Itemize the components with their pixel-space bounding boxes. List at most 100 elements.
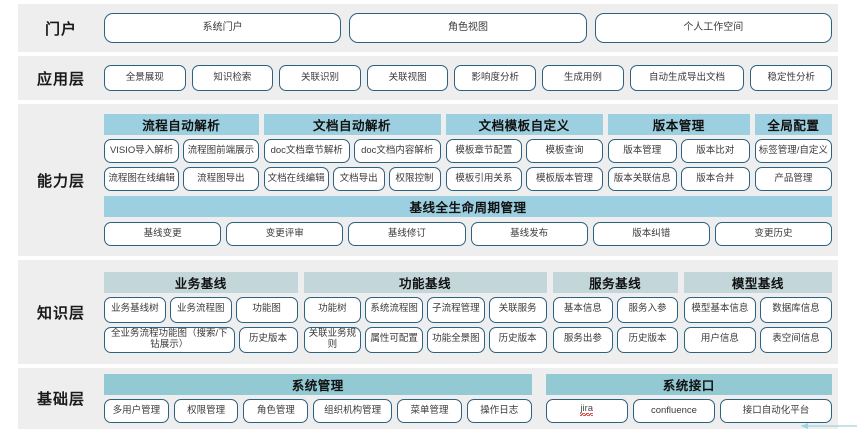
layer-label-capability: 能力层 [36, 172, 85, 190]
app-item-6[interactable]: 自动生成导出文档 [629, 65, 745, 91]
group-row: 功能树 系统流程图 子流程管理 关联服务 [303, 296, 547, 323]
knowledge-group-service: 服务基线 基本信息 服务入参 服务出参 历史版本 [552, 271, 678, 353]
base-group-sysmgmt: 系统管理 多用户管理 权限管理 角色管理 组织机构管理 菜单管理 操作日志 [104, 374, 532, 423]
cap-doc-1-0[interactable]: 文档在线编辑 [263, 167, 329, 191]
know-fn-0-2[interactable]: 子流程管理 [427, 296, 485, 323]
life-item-2[interactable]: 基线修订 [348, 222, 466, 246]
app-item-3[interactable]: 关联视图 [366, 65, 449, 91]
app-item-5[interactable]: 生成用例 [542, 65, 624, 91]
know-biz-1-0[interactable]: 全业务流程功能图（搜索/下钻展示） [104, 326, 235, 353]
group-header-business: 业务基线 [104, 271, 298, 293]
know-svc-1-0[interactable]: 服务出参 [552, 326, 614, 353]
app-item-4[interactable]: 影响度分析 [454, 65, 537, 91]
portal-item-0[interactable]: 系统门户 [104, 13, 342, 43]
cap-glb-0-0[interactable]: 标签管理/自定义 [754, 139, 832, 163]
know-mdl-0-1[interactable]: 数据库信息 [759, 296, 833, 323]
knowledge-group-model: 模型基线 模型基本信息 数据库信息 用户信息 表空间信息 [683, 271, 833, 353]
cap-ver-1-0[interactable]: 版本关联信息 [607, 167, 677, 191]
layer-capability: 能力层 流程自动解析 VISIO导入解析 流程图前端展示 流程图在线编辑 流程图… [18, 104, 838, 256]
group-header-service: 服务基线 [552, 271, 678, 293]
portal-item-2[interactable]: 个人工作空间 [594, 13, 832, 43]
know-fn-0-3[interactable]: 关联服务 [488, 296, 547, 323]
know-mdl-1-1[interactable]: 表空间信息 [759, 326, 833, 353]
group-header-sysmgmt: 系统管理 [104, 374, 532, 395]
layer-body-base: 系统管理 多用户管理 权限管理 角色管理 组织机构管理 菜单管理 操作日志 系统… [104, 368, 838, 429]
group-header-sysapi: 系统接口 [545, 374, 832, 395]
know-svc-0-0[interactable]: 基本信息 [552, 296, 614, 323]
app-item-7[interactable]: 稳定性分析 [750, 65, 832, 91]
cap-tpl-0-1[interactable]: 模板查询 [526, 139, 603, 163]
cap-process-0-0[interactable]: VISIO导入解析 [104, 139, 180, 163]
layer-label-application: 应用层 [36, 70, 85, 88]
base-sys-1[interactable]: 权限管理 [173, 399, 239, 423]
cap-ver-0-0[interactable]: 版本管理 [607, 139, 677, 163]
know-fn-1-0[interactable]: 关联业务规则 [303, 326, 362, 353]
know-biz-0-1[interactable]: 业务流程图 [169, 296, 232, 323]
portal-row: 系统门户 角色视图 个人工作空间 [104, 13, 832, 43]
cap-process-1-1[interactable]: 流程图导出 [183, 167, 259, 191]
base-sys-2[interactable]: 角色管理 [243, 399, 309, 423]
group-row: 版本管理 版本比对 [607, 139, 750, 163]
know-fn-0-0[interactable]: 功能树 [303, 296, 362, 323]
know-biz-0-2[interactable]: 功能图 [235, 296, 298, 323]
know-fn-1-3[interactable]: 历史版本 [488, 326, 547, 353]
layer-label-base: 基础层 [36, 391, 85, 408]
life-item-4[interactable]: 版本纠错 [592, 222, 710, 246]
knowledge-groups: 业务基线 业务基线树 业务流程图 功能图 全业务流程功能图（搜索/下钻展示） 历… [104, 271, 833, 353]
app-item-1[interactable]: 知识检索 [191, 65, 274, 91]
cap-process-1-0[interactable]: 流程图在线编辑 [104, 167, 180, 191]
know-svc-0-1[interactable]: 服务入参 [617, 296, 678, 323]
base-api-platform[interactable]: 接口自动化平台 [720, 399, 832, 423]
layer-application: 应用层 全景展现 知识检索 关联识别 关联视图 影响度分析 生成用例 自动生成导… [18, 56, 838, 100]
cap-process-0-1[interactable]: 流程图前端展示 [183, 139, 259, 163]
group-row: 用户信息 表空间信息 [683, 326, 833, 353]
group-row: 基本信息 服务入参 [552, 296, 678, 323]
group-row: 模型基本信息 数据库信息 [683, 296, 833, 323]
group-row: 模板引用关系 模板版本管理 [445, 167, 603, 191]
application-row: 全景展现 知识检索 关联识别 关联视图 影响度分析 生成用例 自动生成导出文档 … [104, 65, 832, 91]
capability-groups: 流程自动解析 VISIO导入解析 流程图前端展示 流程图在线编辑 流程图导出 文… [104, 114, 832, 191]
know-mdl-1-0[interactable]: 用户信息 [683, 326, 756, 353]
know-biz-1-1[interactable]: 历史版本 [238, 326, 298, 353]
cap-ver-0-1[interactable]: 版本比对 [680, 139, 750, 163]
know-mdl-0-0[interactable]: 模型基本信息 [683, 296, 756, 323]
group-row: 版本关联信息 版本合并 [607, 167, 750, 191]
cap-doc-1-2[interactable]: 权限控制 [388, 167, 441, 191]
cap-doc-0-0[interactable]: doc文档章节解析 [263, 139, 351, 163]
cap-tpl-0-0[interactable]: 模板章节配置 [445, 139, 523, 163]
cap-ver-1-1[interactable]: 版本合并 [680, 167, 750, 191]
base-api-jira[interactable]: jira [545, 399, 628, 423]
know-fn-1-1[interactable]: 属性可配置 [365, 326, 424, 353]
base-sys-4[interactable]: 菜单管理 [397, 399, 462, 423]
life-item-3[interactable]: 基线发布 [470, 222, 588, 246]
know-fn-1-2[interactable]: 功能全景图 [427, 326, 485, 353]
knowledge-group-business: 业务基线 业务基线树 业务流程图 功能图 全业务流程功能图（搜索/下钻展示） 历… [104, 271, 298, 353]
capability-group-process: 流程自动解析 VISIO导入解析 流程图前端展示 流程图在线编辑 流程图导出 [104, 114, 259, 191]
group-header-template: 文档模板自定义 [445, 114, 603, 135]
layer-label-knowledge: 知识层 [36, 304, 85, 322]
life-item-0[interactable]: 基线变更 [104, 222, 222, 246]
base-sys-0[interactable]: 多用户管理 [104, 399, 169, 423]
group-row: VISIO导入解析 流程图前端展示 [104, 139, 259, 163]
know-svc-1-1[interactable]: 历史版本 [617, 326, 678, 353]
know-fn-0-1[interactable]: 系统流程图 [365, 296, 424, 323]
lifecycle-row: 基线变更 变更评审 基线修订 基线发布 版本纠错 变更历史 [104, 222, 833, 246]
capability-group-doc: 文档自动解析 doc文档章节解析 doc文档内容解析 文档在线编辑 文档导出 权… [263, 114, 441, 191]
cap-tpl-1-1[interactable]: 模板版本管理 [526, 167, 603, 191]
cap-glb-1-0[interactable]: 产品管理 [754, 167, 832, 191]
base-api-confluence[interactable]: confluence [632, 399, 716, 423]
base-sys-3[interactable]: 组织机构管理 [313, 399, 393, 423]
life-item-5[interactable]: 变更历史 [714, 222, 833, 246]
cap-tpl-1-0[interactable]: 模板引用关系 [445, 167, 523, 191]
app-item-2[interactable]: 关联识别 [279, 65, 361, 91]
know-biz-0-0[interactable]: 业务基线树 [104, 296, 166, 323]
portal-item-1[interactable]: 角色视图 [349, 13, 587, 43]
cap-doc-0-1[interactable]: doc文档内容解析 [354, 139, 441, 163]
cap-doc-1-1[interactable]: 文档导出 [332, 167, 385, 191]
group-row: 产品管理 [754, 167, 832, 191]
app-item-0[interactable]: 全景展现 [104, 65, 186, 91]
life-item-1[interactable]: 变更评审 [226, 222, 344, 246]
group-header-function: 功能基线 [303, 271, 547, 293]
base-sys-5[interactable]: 操作日志 [466, 399, 532, 423]
